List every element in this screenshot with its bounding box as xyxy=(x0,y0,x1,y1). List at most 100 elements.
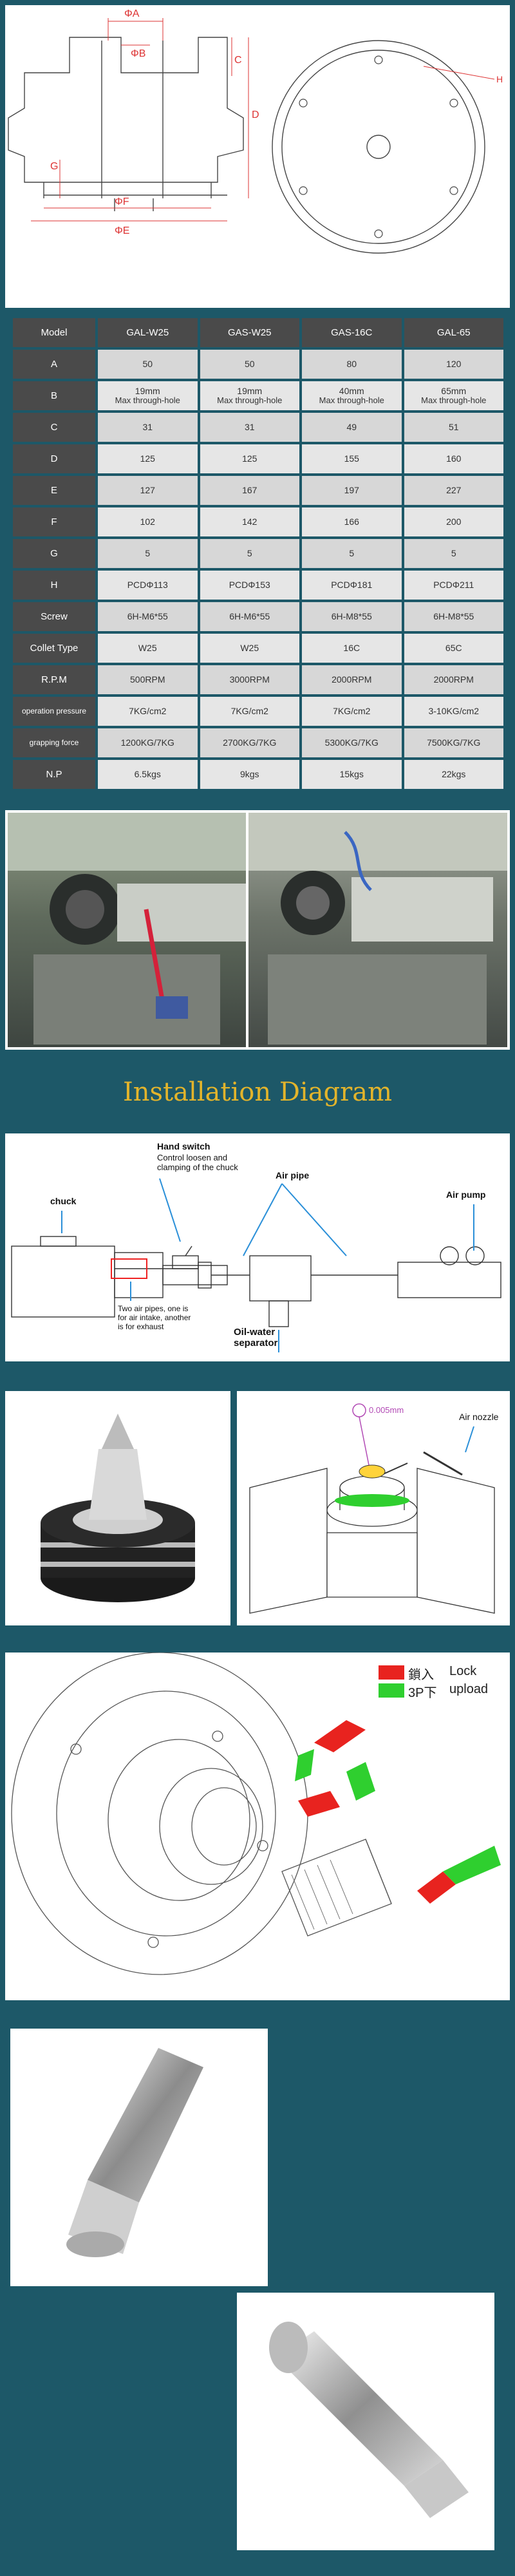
spec-cell: 5300KG/7KG xyxy=(302,728,402,757)
spec-cell: 31 xyxy=(200,413,299,442)
technical-drawing-panel: ΦA ΦB C D ΦF ΦE G H xyxy=(5,5,510,308)
dim-label-f: ΦF xyxy=(115,196,129,207)
dim-label-b: ΦB xyxy=(131,48,145,59)
spec-cell-value: 5 xyxy=(349,548,355,559)
spec-cell: 6.5kgs xyxy=(98,760,198,789)
spec-cell-value: PCDΦ181 xyxy=(331,580,373,591)
spec-cell: 127 xyxy=(98,476,198,505)
spec-row-label: operation pressure xyxy=(13,697,95,726)
nozzle-detail-drawing: 0.005mm Air nozzle xyxy=(249,1403,499,1614)
spec-cell-value: 22kgs xyxy=(442,769,466,780)
spec-cell-value: 80 xyxy=(346,359,357,370)
hand-switch-description: Control loosen and clamping of the chuck xyxy=(157,1153,238,1172)
collet-photo-2 xyxy=(237,2293,494,2550)
installation-diagram-panel: chuck Hand switch Air pipe Air pump Cont… xyxy=(5,1133,510,1361)
spec-cell: 51 xyxy=(404,413,503,442)
air-pump-label: Air pump xyxy=(446,1189,485,1200)
spec-row-label: E xyxy=(13,476,95,505)
spec-cell: 500RPM xyxy=(98,665,198,694)
spec-cell: 167 xyxy=(200,476,299,505)
spec-cell-value: 15kgs xyxy=(339,769,364,780)
spec-cell-subtext: Max through-hole xyxy=(421,395,487,406)
collet-image-2 xyxy=(269,2322,469,2518)
spec-row-label: N.P xyxy=(13,760,95,789)
spec-cell: 166 xyxy=(302,507,402,536)
chuck-photo-panel xyxy=(5,1391,230,1625)
spec-cell-value: 197 xyxy=(344,485,359,496)
spec-cell: 65C xyxy=(404,634,503,663)
upload-legend-cn: 3P下 xyxy=(408,1686,437,1700)
spec-cell-value: W25 xyxy=(138,643,157,654)
spec-cell: 120 xyxy=(404,350,503,379)
spec-cell-value: PCDΦ113 xyxy=(127,580,168,591)
spec-cell-value: 19mm xyxy=(135,386,160,397)
spec-cell-value: 31 xyxy=(142,422,153,433)
collet-lock-panel: 鎖入 Lock 3P下 upload xyxy=(5,1653,510,2000)
spec-cell: 15kgs xyxy=(302,760,402,789)
spec-cell: 2000RPM xyxy=(404,665,503,694)
spec-cell-value: 49 xyxy=(346,422,357,433)
spec-row-label: D xyxy=(13,444,95,473)
collet-lock-drawing xyxy=(11,1653,501,1975)
spec-cell-value: 6H-M8*55 xyxy=(433,611,474,622)
spec-cell-value: 120 xyxy=(446,359,462,370)
spec-row-label: R.P.M xyxy=(13,665,95,694)
air-chuck-photo xyxy=(41,1414,195,1602)
spec-cell-value: 167 xyxy=(242,485,258,496)
spec-cell: 5 xyxy=(404,539,503,568)
dim-label-h: H xyxy=(496,74,503,84)
spec-row-label: Screw xyxy=(13,602,95,631)
spec-row-label: F xyxy=(13,507,95,536)
spec-cell-value: W25 xyxy=(240,643,259,654)
spec-cell-value: 50 xyxy=(244,359,255,370)
tolerance-label: 0.005mm xyxy=(369,1405,404,1415)
spec-cell: 49 xyxy=(302,413,402,442)
spec-cell: 6H-M6*55 xyxy=(98,602,198,631)
spec-cell: 22kgs xyxy=(404,760,503,789)
spec-cell: 2700KG/7KG xyxy=(200,728,299,757)
photos-panel xyxy=(5,810,510,1050)
dim-label-a: ΦA xyxy=(124,8,140,19)
spec-cell-value: 7KG/cm2 xyxy=(333,706,371,717)
spec-cell-value: 6H-M8*55 xyxy=(331,611,372,622)
chuck-label: chuck xyxy=(50,1196,77,1206)
spec-cell: 6H-M8*55 xyxy=(404,602,503,631)
lock-legend-swatch xyxy=(379,1665,404,1680)
spec-row-label: B xyxy=(13,381,95,410)
spec-row-label: C xyxy=(13,413,95,442)
spec-cell: 7KG/cm2 xyxy=(200,697,299,726)
spec-cell: PCDΦ211 xyxy=(404,571,503,600)
collet-photo-1 xyxy=(10,2029,268,2286)
installation-title: Installation Diagram xyxy=(122,1077,393,1107)
spec-header-cell: GAS-W25 xyxy=(200,318,299,347)
upload-legend-en: upload xyxy=(449,1682,489,1696)
spec-cell: 16C xyxy=(302,634,402,663)
spec-cell: PCDΦ113 xyxy=(98,571,198,600)
dim-label-d: D xyxy=(252,109,259,120)
spec-cell: 155 xyxy=(302,444,402,473)
spec-cell-value: 200 xyxy=(446,516,462,527)
hand-switch-label: Hand switch xyxy=(157,1141,210,1151)
spec-cell-value: 40mm xyxy=(339,386,364,397)
spec-cell-value: 142 xyxy=(242,516,258,527)
spec-cell-value: PCDΦ153 xyxy=(229,580,270,591)
spec-cell-value: 6.5kgs xyxy=(134,769,161,780)
spec-cell-value: 51 xyxy=(448,422,459,433)
spec-row-label: grapping force xyxy=(13,728,95,757)
lathe-photo-right xyxy=(248,813,507,1047)
spec-cell-value: 125 xyxy=(140,453,155,464)
spec-cell-value: 5300KG/7KG xyxy=(324,737,379,748)
